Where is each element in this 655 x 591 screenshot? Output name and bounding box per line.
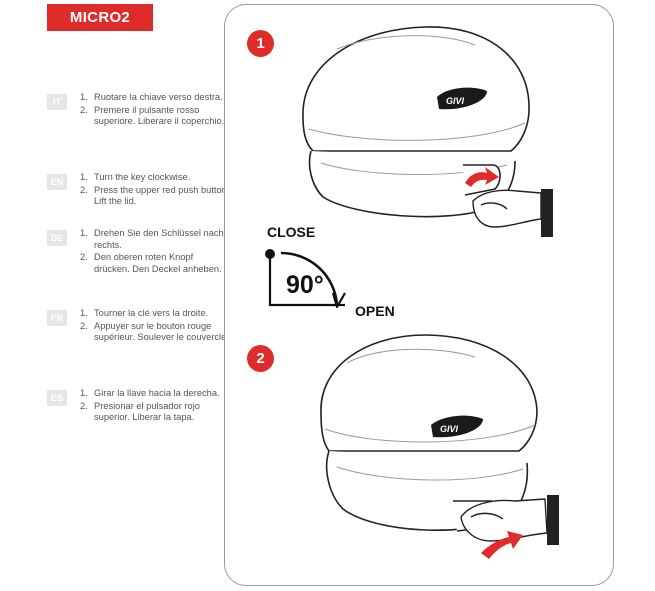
instruction-step: 1.Ruotare la chiave verso destra. [80,92,223,102]
givi-brand-text: GIVI [440,424,459,434]
illustration-drawing: GIVI GIVI [265,26,559,559]
instruction-step: 2.Appuyer sur le bouton rouge supérieur.… [80,320,229,343]
instruction-step: 2.Premere il pulsante rosso superiore. L… [80,104,225,127]
lang-code-badge: EN [47,174,67,190]
product-title: MICRO2 [47,4,153,31]
rotation-diagram [265,249,346,309]
instruction-step: 2.Den oberen roten Knopf drücken. Den De… [80,252,222,274]
top-case-illustration-1 [302,26,530,218]
instruction-step: 2.Press the upper red push button. Lift … [80,184,230,207]
instruction-list: 1.Turn the key clockwise. 2.Press the up… [80,172,230,209]
instruction-step: 1.Tourner la clé vers la droite. [80,308,209,318]
instruction-list: 1.Tourner la clé vers la droite. 2.Appuy… [80,308,230,345]
step-1-badge: 1 [247,30,274,57]
instruction-step: 1.Turn the key clockwise. [80,172,191,182]
hand-illustration-1 [472,189,553,237]
givi-logo-1 [437,87,487,110]
top-case-illustration-2 [320,334,538,532]
instruction-step: 2.Presionar el pulsador rojo superior. L… [80,400,200,423]
lang-code-badge: IT [47,94,67,110]
givi-brand-text: GIVI [446,96,465,106]
hand-illustration-2 [460,495,559,545]
close-label: CLOSE [267,224,316,240]
angle-label: 90° [286,271,324,299]
instruction-list: 1.Ruotare la chiave verso destra. 2.Prem… [80,92,230,129]
instruction-step: 1.Drehen Sie den Schlüssel nach rechts. [80,228,224,250]
instruction-list: 1.Drehen Sie den Schlüssel nach rechts. … [80,228,230,276]
open-label: OPEN [355,303,395,319]
step-2-badge: 2 [247,345,274,372]
lang-code-badge: FR [47,310,67,326]
instruction-list: 1.Girar la llave hacia la derecha. 2.Pre… [80,388,230,425]
illustration-panel: GIVI GIVI [224,4,614,586]
instruction-step: 1.Girar la llave hacia la derecha. [80,388,220,398]
givi-logo-2 [431,415,483,438]
arrow-icon [481,531,523,559]
arrow-icon [465,167,499,187]
lang-code-badge: ES [47,390,67,406]
lang-code-badge: DE [47,230,67,246]
